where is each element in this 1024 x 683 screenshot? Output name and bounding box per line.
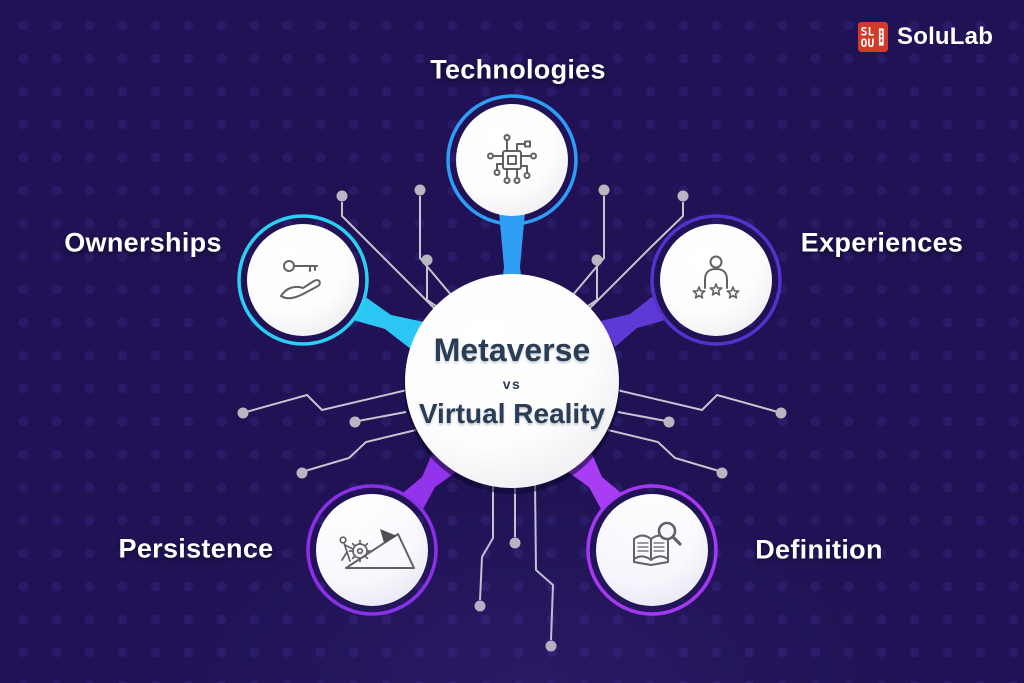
circuit-trace	[419, 196, 453, 297]
center-title: Metaverse	[433, 332, 591, 368]
node-label-experiences: Experiences	[800, 227, 964, 258]
circuit-trace	[616, 389, 779, 413]
person-rating-stars-icon	[692, 255, 740, 299]
trace-dot	[716, 467, 728, 479]
node-label-technologies: Technologies	[430, 54, 606, 85]
trace-dot	[349, 416, 361, 428]
key-in-hand-icon	[280, 260, 321, 300]
circuit-trace	[245, 389, 408, 413]
trace-dot	[677, 190, 689, 202]
circuit-trace	[304, 429, 417, 472]
circuit-trace	[617, 411, 667, 422]
center-divider: vs	[502, 376, 522, 392]
circuit-trace	[479, 478, 494, 601]
trace-dot	[663, 416, 675, 428]
disc-ownerships	[247, 224, 359, 336]
node-label-ownerships: Ownerships	[64, 227, 222, 258]
solulab-logo: SL OU SoluLab	[858, 22, 993, 52]
svg-text:SL: SL	[861, 25, 875, 38]
circuit-trace	[534, 480, 555, 641]
ring-ownerships	[237, 214, 369, 346]
trace-dot	[237, 407, 249, 419]
trace-dot	[545, 640, 557, 652]
trace-dot	[336, 190, 348, 202]
trace-dot	[591, 254, 603, 266]
trace-dot	[296, 467, 308, 479]
ring-persistence	[306, 484, 438, 616]
circuit-trace-dots	[237, 184, 787, 652]
book-magnifier-icon	[633, 521, 682, 566]
disc-experiences	[660, 224, 772, 336]
trace-dot	[598, 184, 610, 196]
solulab-mark-icon: SL OU	[858, 22, 888, 52]
ring-experiences	[650, 214, 782, 346]
ring-technologies	[446, 94, 578, 226]
ring-definition	[586, 484, 718, 616]
chip-circuit-icon	[487, 134, 537, 184]
trace-dot	[775, 407, 787, 419]
svg-text:OU: OU	[861, 37, 875, 50]
circuit-trace	[341, 202, 439, 313]
circuit-trace	[571, 196, 605, 297]
node-icons	[280, 134, 740, 569]
trace-dot	[474, 600, 486, 612]
trace-dot	[421, 254, 433, 266]
stem-ownerships	[353, 296, 424, 350]
circuit-trace	[585, 202, 684, 313]
trace-dot	[414, 184, 426, 196]
center-circle	[405, 274, 619, 488]
center-subtitle: Virtual Reality	[418, 398, 606, 429]
node-label-definition: Definition	[755, 534, 883, 565]
circuit-trace	[607, 429, 720, 472]
logo-text: SoluLab	[897, 23, 994, 50]
trace-dot	[509, 537, 521, 549]
circuit-trace	[357, 411, 407, 422]
person-gear-mountain-icon	[339, 529, 415, 569]
center-title-block: Metaverse vs Virtual Reality	[402, 332, 622, 430]
node-label-persistence: Persistence	[118, 533, 274, 564]
stem-experiences	[601, 296, 665, 347]
disc-technologies	[456, 104, 568, 216]
